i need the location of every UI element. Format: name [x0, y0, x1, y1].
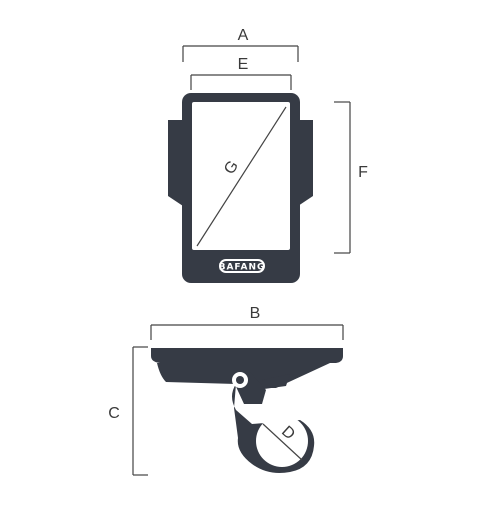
display-side-view: D — [151, 348, 343, 473]
left-clamp — [168, 120, 183, 206]
diameter-d-line — [262, 423, 303, 461]
right-clamp — [298, 120, 313, 206]
dimension-b: B — [150, 305, 344, 340]
label-b: B — [250, 305, 261, 322]
pivot-bolt-center — [236, 376, 244, 384]
label-e: E — [238, 56, 249, 73]
dimension-e: E — [190, 56, 292, 90]
diagonal-g-line — [196, 106, 287, 247]
brand-logo-text: BAFANG — [219, 263, 266, 273]
side-top-plate — [151, 348, 343, 363]
label-c: C — [108, 405, 120, 422]
brand-badge — [221, 261, 263, 271]
dimension-f: F — [334, 101, 368, 254]
dimension-c: C — [108, 346, 148, 476]
label-f: F — [358, 164, 368, 181]
label-a: A — [238, 27, 249, 44]
side-rib — [262, 374, 290, 389]
display-front-view: G BAFANG — [168, 93, 313, 283]
dimension-a: A — [182, 27, 299, 62]
